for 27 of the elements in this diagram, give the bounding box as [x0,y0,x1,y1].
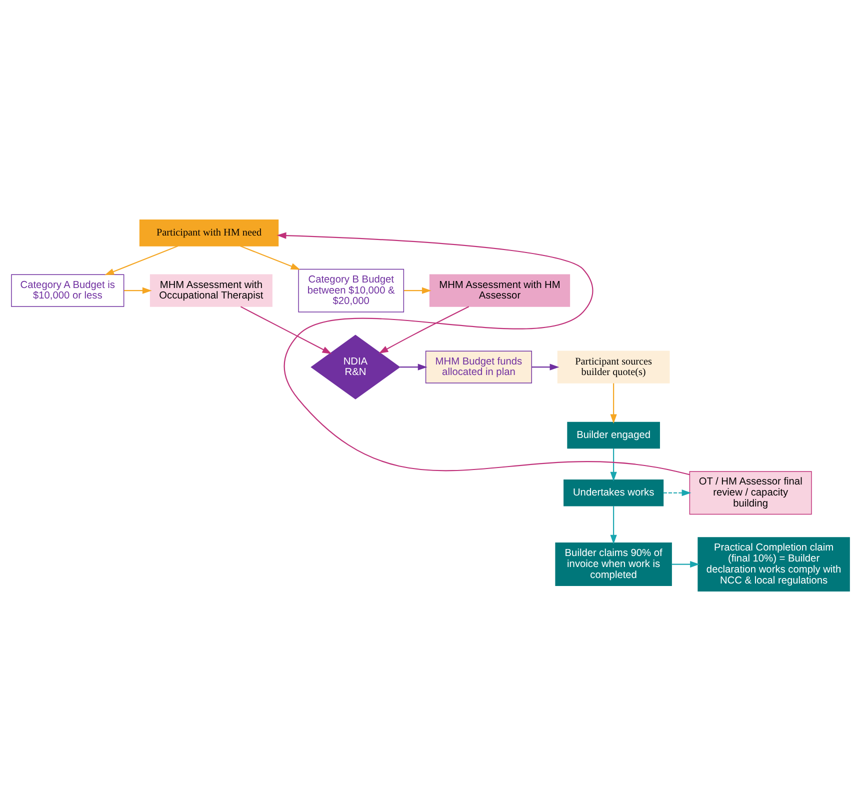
arrow [240,246,300,270]
arrow [404,287,432,294]
arrow [532,364,560,370]
node-box: Category B Budget between $10,000 & $20,000 [298,268,404,312]
arrow [124,287,152,294]
arrow [378,306,470,354]
node-diamond: NDIA R&N [310,334,400,400]
arrow [400,364,428,370]
arrow [610,383,617,424]
node-box: Undertakes works [564,479,664,506]
arrow [276,232,690,476]
node-box: Participant sources builder quote(s) [557,350,670,384]
node-box: Category A Budget is $10,000 or less [11,274,124,307]
arrow [240,306,332,354]
node-box: Participant with HM need [139,220,279,246]
arrow [104,246,178,276]
arrow [663,490,692,496]
node-box: Builder engaged [567,422,660,449]
node-box: MHM Budget funds allocated in plan [425,350,532,384]
node-box: OT / HM Assessor final review / capacity building [689,471,812,515]
arrow [610,506,617,544]
node-box: MHM Assessment with HM Assessor [429,274,570,307]
arrow [610,448,617,482]
node-box: Practical Completion claim (final 10%) = Builder declaration works comply with NCC & local regulations [698,537,850,592]
node-box: Builder claims 90% of invoice when work is completed [555,542,672,586]
node-box: MHM Assessment with Occupational Therapist [150,274,272,307]
arrow [672,560,700,568]
